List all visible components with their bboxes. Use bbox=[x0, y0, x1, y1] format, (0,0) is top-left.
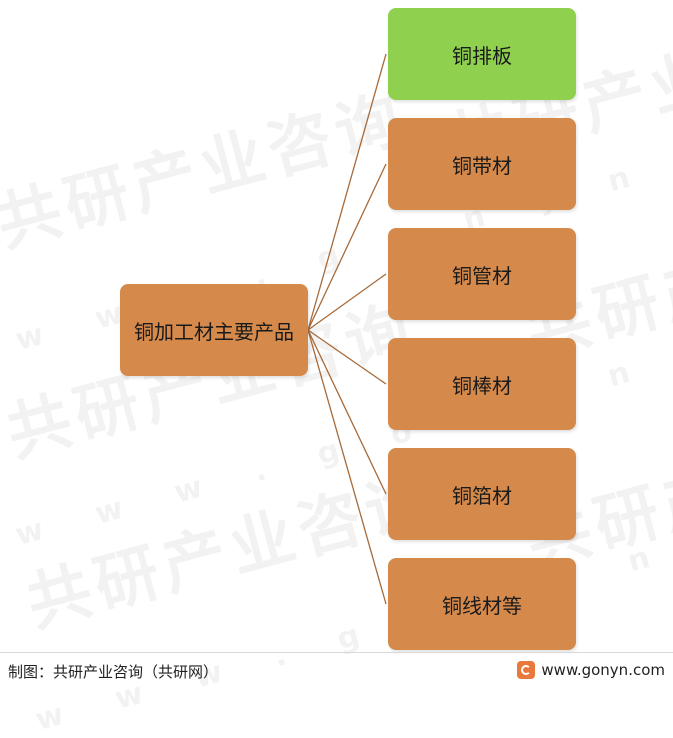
site-url: www.gonyn.com bbox=[541, 661, 665, 679]
connector-line-3 bbox=[307, 329, 387, 385]
connector-line-4 bbox=[307, 329, 387, 495]
site-link[interactable]: www.gonyn.com bbox=[517, 661, 665, 679]
footer: 制图：共研产业咨询（共研网） www.gonyn.com bbox=[0, 652, 673, 687]
child-node-copper-rod: 铜棒材 bbox=[388, 338, 576, 430]
child-node-copper-strip: 铜带材 bbox=[388, 118, 576, 210]
child-node-copper-tube: 铜管材 bbox=[388, 228, 576, 320]
connector-line-1 bbox=[307, 163, 387, 331]
connector-line-0 bbox=[307, 53, 387, 331]
connector-line-2 bbox=[307, 273, 387, 331]
child-node-copper-foil: 铜箔材 bbox=[388, 448, 576, 540]
connector-line-5 bbox=[307, 329, 387, 605]
source-note: 制图：共研产业咨询（共研网） bbox=[8, 663, 219, 681]
root-node: 铜加工材主要产品 bbox=[120, 284, 308, 376]
connector-lines bbox=[307, 53, 387, 605]
gonyn-logo-icon bbox=[517, 661, 536, 679]
child-node-copper-plate: 铜排板 bbox=[388, 8, 576, 100]
child-node-copper-wire: 铜线材等 bbox=[388, 558, 576, 650]
